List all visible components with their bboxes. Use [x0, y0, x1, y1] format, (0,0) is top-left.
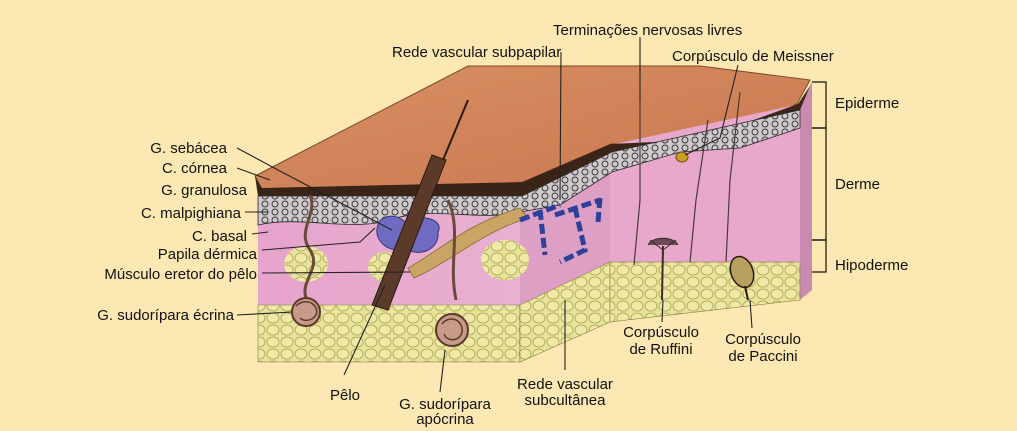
label-musculo: Músculo eretor do pêlo: [104, 266, 257, 283]
label-c-malpighiana: C. malpighiana: [141, 205, 241, 222]
label-rede-subcutanea-1: Rede vascular: [505, 376, 625, 393]
label-hipoderme: Hipoderme: [835, 257, 908, 274]
label-meissner: Corpúsculo de Meissner: [672, 48, 834, 65]
label-g-ecrina: G. sudorípara écrina: [97, 307, 234, 324]
dermis-side-face: [800, 82, 812, 300]
label-terminacoes: Terminações nervosas livres: [553, 22, 742, 39]
label-rede-subcutanea-2: subcultânea: [505, 392, 625, 409]
meissner-corpuscle: [676, 152, 688, 162]
fat-cluster-3: [481, 240, 529, 280]
label-paccini-1: Corpúsculo: [708, 331, 818, 348]
label-g-apocrina-2: apócrina: [385, 411, 505, 428]
label-derme: Derme: [835, 176, 880, 193]
label-paccini-2: de Paccini: [708, 348, 818, 365]
layer-brackets: [812, 82, 826, 272]
label-g-sebacea: G. sebácea: [150, 140, 227, 157]
label-ruffini-1: Corpúsculo: [606, 324, 716, 341]
label-papila: Papila dérmica: [158, 246, 257, 263]
label-c-cornea: C. córnea: [162, 160, 227, 177]
label-pelo: Pêlo: [330, 387, 360, 404]
label-rede-subpapilar: Rede vascular subpapilar: [392, 44, 561, 61]
fat-cluster-1: [284, 246, 328, 282]
label-ruffini-2: de Ruffini: [606, 341, 716, 358]
label-g-granulosa: G. granulosa: [161, 182, 247, 199]
label-epiderme: Epiderme: [835, 95, 899, 112]
hypodermis-right: [610, 262, 800, 322]
label-c-basal: C. basal: [192, 228, 247, 245]
